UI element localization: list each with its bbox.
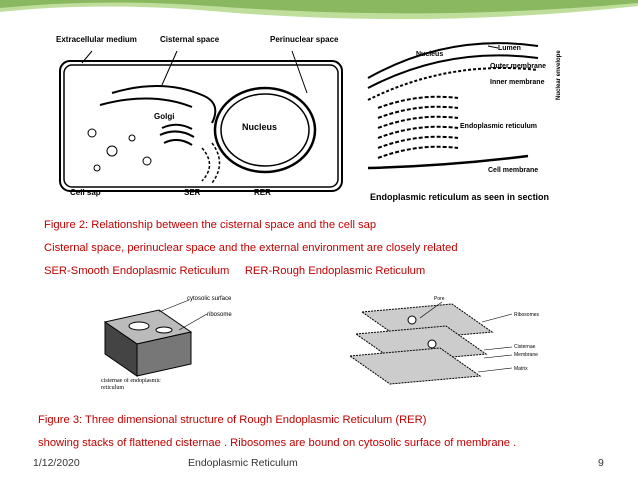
label-cell-sap: Cell sap bbox=[70, 188, 101, 197]
figure3-caption: Figure 3: Three dimensional structure of… bbox=[38, 414, 427, 426]
label-pore: Pore bbox=[434, 296, 445, 302]
stacked-cisternae-figure: Pore Ribosomes Cisternae Membrane Matrix bbox=[342, 292, 558, 402]
label-ser: SER bbox=[184, 188, 201, 197]
label-extracellular: Extracellular medium bbox=[56, 35, 137, 44]
label-lumen: Lumen bbox=[498, 45, 521, 52]
caption-line-3: SER-Smooth Endoplasmic Reticulum RER-Rou… bbox=[44, 265, 426, 277]
label-cisternae: cisternae of endoplasmic reticulum bbox=[101, 378, 161, 391]
label-matrix: Matrix bbox=[514, 366, 528, 372]
label-outer-membrane: Outer membrane bbox=[490, 63, 546, 70]
caption-line-2: Cisternal space, perinuclear space and t… bbox=[44, 242, 458, 254]
footer-title: Endoplasmic Reticulum bbox=[188, 457, 298, 469]
caption-line-5: showing stacks of flattened cisternae . … bbox=[38, 437, 517, 449]
rer-3d-figure: cytosolic surface ribosome cisternae of … bbox=[99, 292, 245, 402]
label-er: Endoplasmic reticulum bbox=[460, 123, 537, 130]
label-er-nucleus: Nucleus bbox=[416, 51, 443, 58]
label-cisternae-right: Cisternae bbox=[514, 344, 536, 350]
label-inner-membrane: Inner membrane bbox=[490, 79, 545, 86]
header-decoration bbox=[0, 0, 638, 20]
er-figure-caption: Endoplasmic reticulum as seen in section bbox=[370, 192, 549, 202]
label-perinuclear-space: Perinuclear space bbox=[270, 35, 339, 44]
label-cell-membrane: Cell membrane bbox=[488, 167, 538, 174]
label-cisternal-space: Cisternal space bbox=[160, 35, 220, 44]
label-rer: RER bbox=[254, 188, 271, 197]
figure2-caption: Figure 2: Relationship between the ciste… bbox=[44, 219, 377, 231]
footer-date: 1/12/2020 bbox=[33, 457, 80, 469]
er-section-figure: Nucleus Lumen Outer membrane Inner membr… bbox=[358, 38, 574, 210]
label-nucleus: Nucleus bbox=[242, 122, 277, 132]
page-number: 9 bbox=[598, 457, 604, 469]
cell-diagram-figure: Extracellular medium Cisternal space Per… bbox=[52, 33, 350, 199]
label-membrane: Membrane bbox=[514, 352, 538, 358]
label-golgi: Golgi bbox=[154, 112, 174, 121]
label-ribosomes: Ribosomes bbox=[514, 312, 540, 318]
label-cytosolic-surface: cytosolic surface bbox=[187, 296, 232, 302]
label-nuclear-envelope: Nuclear envelope bbox=[556, 50, 562, 100]
label-ribosome: ribosome bbox=[207, 312, 232, 318]
